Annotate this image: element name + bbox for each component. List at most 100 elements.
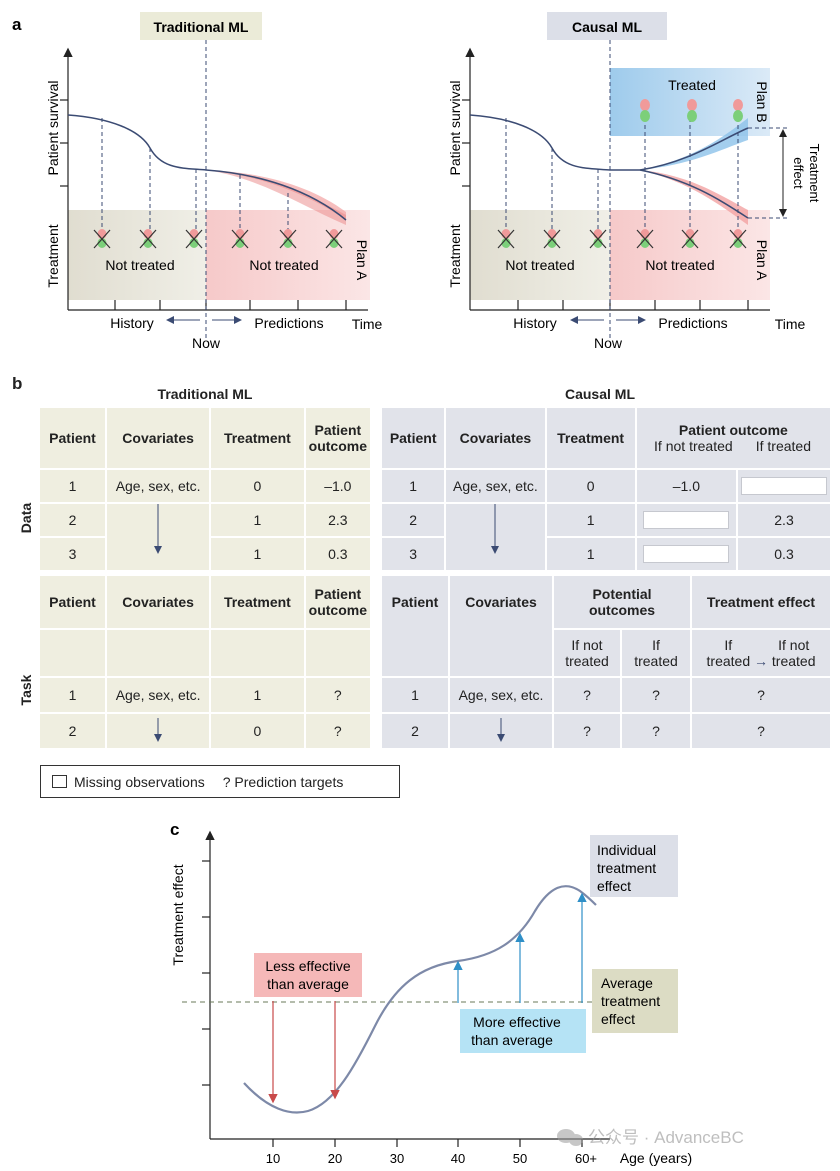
hdr-covariates: Covariates (444, 406, 547, 470)
left-title: Traditional ML (154, 19, 249, 35)
not-treated-pred: Not treated (249, 257, 318, 273)
hdr-covariates: Covariates (105, 574, 212, 630)
cell-patient: 1 (379, 468, 447, 504)
cell-target: ? (620, 676, 692, 714)
cell-patient: 3 (379, 536, 447, 572)
predictions-label: Predictions (254, 315, 323, 331)
hdr-treatment: Treatment (209, 574, 306, 630)
cell-treatment: 0 (209, 712, 306, 750)
cell-patient: 1 (37, 468, 108, 504)
treatment-effect-label-2: effect (791, 157, 806, 189)
hdr-covariates: Covariates (105, 406, 212, 470)
watermark: 公众号 · AdvanceBC (557, 1128, 744, 1147)
cell-patient: 1 (380, 676, 450, 714)
average-line2: treatment (601, 993, 660, 1009)
right-title: Causal ML (572, 19, 642, 35)
missing-cell (736, 468, 832, 504)
treated-label: Treated (668, 77, 716, 93)
tick-40: 40 (451, 1151, 465, 1166)
cell-outcome: –1.0 (303, 468, 373, 504)
cell-treatment: 1 (544, 536, 637, 572)
hdr-patient: Patient (380, 574, 450, 678)
missing-square-icon (52, 775, 67, 788)
cell-patient: 2 (37, 712, 108, 750)
missing-cell (634, 502, 739, 538)
cell-target: ? (552, 712, 622, 750)
cell-treated: 2.3 (736, 502, 832, 538)
more-effective-box (460, 1009, 586, 1053)
cell-covariates: Age, sex, etc. (105, 468, 212, 504)
legend-missing: Missing observations (74, 773, 205, 790)
history-label-r: History (513, 315, 557, 331)
cell-treatment: 1 (209, 536, 306, 572)
cell-target: ? (620, 712, 692, 750)
history-band (68, 210, 206, 300)
y-treatment-label-r: Treatment (447, 224, 463, 287)
y-survival-label: Patient survival (45, 81, 61, 176)
tick-10: 10 (266, 1151, 280, 1166)
plan-b-label: Plan B (754, 81, 770, 122)
y-survival-label-r: Patient survival (447, 81, 463, 176)
hdr-patient: Patient (379, 406, 447, 470)
row-label-task: Task (18, 674, 34, 706)
causal-data-table: Patient Covariates Treatment Patient out… (379, 406, 833, 572)
average-line3: effect (601, 1011, 635, 1027)
more-effective-line2: than average (471, 1032, 553, 1048)
plan-a-label: Plan A (354, 240, 370, 281)
hdr-treatment: Treatment (544, 406, 637, 470)
less-effective-line2: than average (267, 976, 349, 992)
panel-c-label: c (170, 820, 179, 839)
cell-not-treated: –1.0 (634, 468, 739, 504)
history-label: History (110, 315, 154, 331)
individual-effect-curve (243, 885, 597, 1114)
right-chart: Causal ML Patient survival Treatment Tre… (447, 12, 822, 351)
hdr-treatment: Treatment (209, 406, 306, 470)
less-effective-box (254, 953, 362, 997)
legend-targets: ? Prediction targets (222, 773, 344, 790)
now-label: Now (192, 335, 221, 351)
tick-30: 30 (390, 1151, 404, 1166)
cell-target: ? (690, 676, 832, 714)
individual-line1: Individual (597, 842, 656, 858)
cell-patient: 2 (37, 502, 108, 538)
y-treatment-label: Treatment (45, 224, 61, 287)
watermark-text: 公众号 · AdvanceBC (588, 1128, 744, 1147)
less-effective-line1: Less effective (265, 958, 351, 974)
cell-outcome: 2.3 (303, 502, 373, 538)
cell-treated: 0.3 (736, 536, 832, 572)
cell-patient: 2 (380, 712, 450, 750)
tick-50: 50 (513, 1151, 527, 1166)
tick-60: 60+ (575, 1151, 597, 1166)
missing-cell (634, 536, 739, 572)
cell-treatment: 0 (544, 468, 637, 504)
individual-line3: effect (597, 878, 631, 894)
right-title-box (547, 12, 667, 40)
tick-20: 20 (328, 1151, 342, 1166)
down-arrow (444, 502, 547, 572)
average-effect-box (592, 969, 678, 1033)
panel-c: c 10 20 30 40 50 60+ Age (years) Treatme… (170, 820, 744, 1166)
average-line1: Average (601, 975, 653, 991)
survival-curve (67, 114, 347, 221)
down-arrow (448, 712, 554, 750)
cell-patient: 2 (379, 502, 447, 538)
cell-patient: 3 (37, 536, 108, 572)
left-title-box (140, 12, 262, 40)
panel-b-right-title: Causal ML (564, 386, 635, 402)
time-label: Time (352, 316, 383, 332)
time-label-r: Time (775, 316, 806, 332)
cell-treatment: 1 (544, 502, 637, 538)
cell-outcome: 0.3 (303, 536, 373, 572)
not-treated-pred-r: Not treated (645, 257, 714, 273)
hdr-patient: Patient (37, 406, 108, 470)
predictions-label-r: Predictions (658, 315, 727, 331)
down-arrow (105, 712, 212, 750)
